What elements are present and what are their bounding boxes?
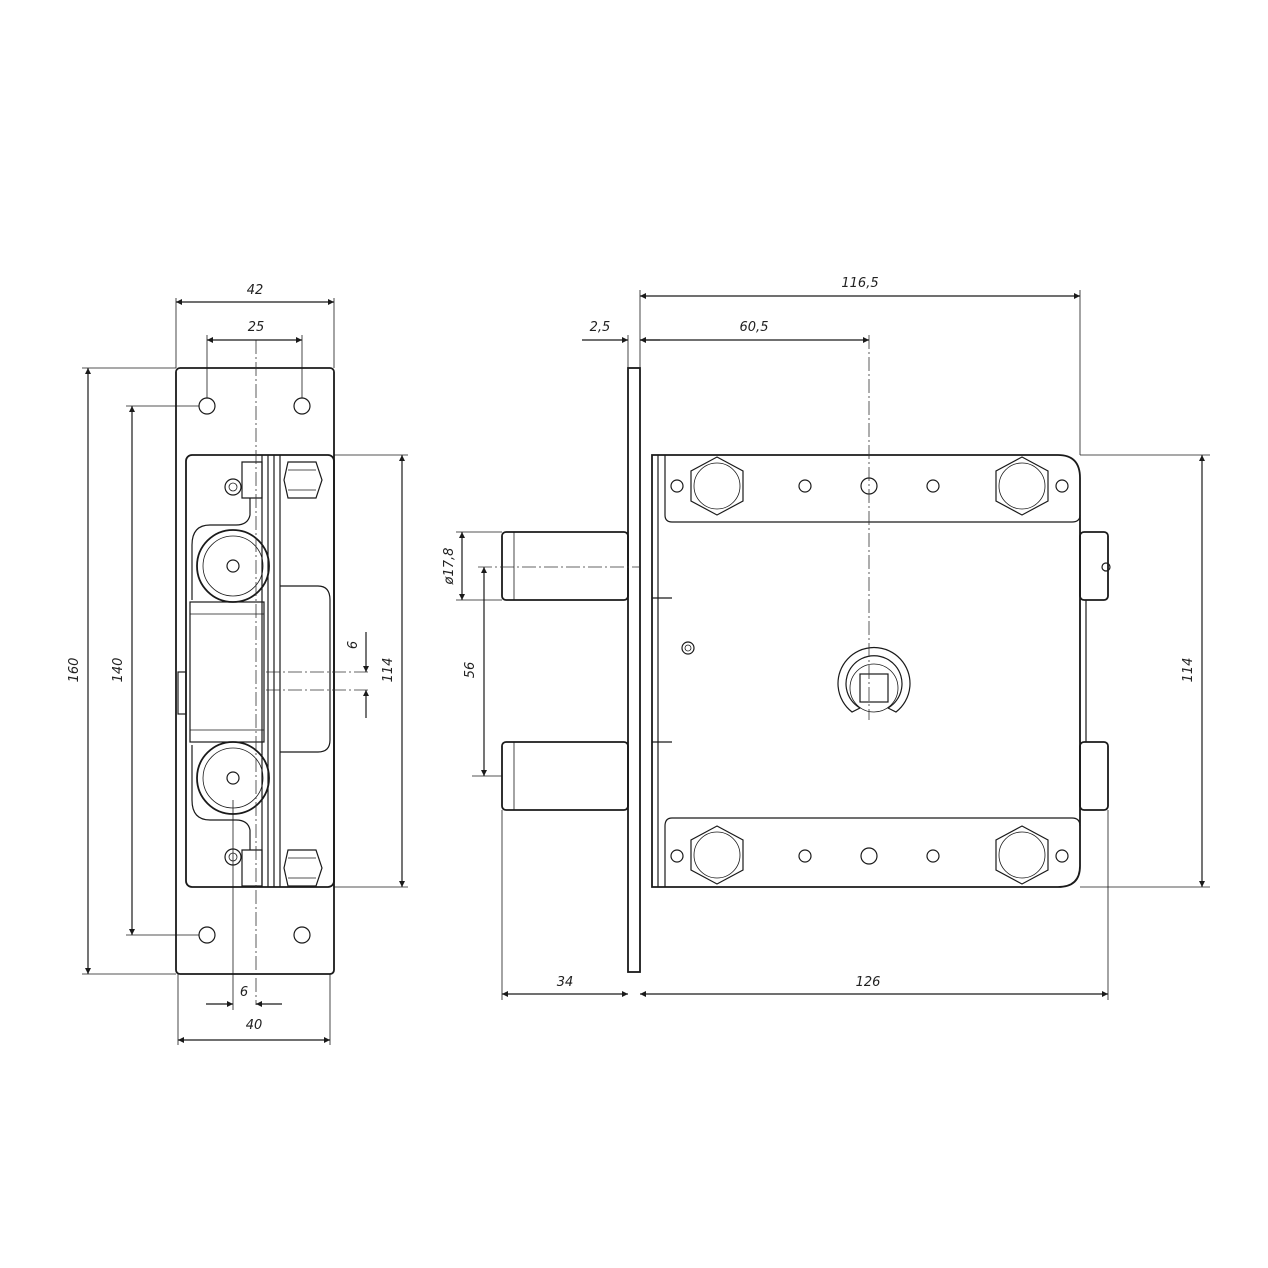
dim-label-6-horizontal: 6 — [240, 985, 248, 1000]
nut-bottom-right-icon — [283, 849, 323, 887]
right-view: 116,5 60,5 2,5 114 ø17,8 56 34 126 — [442, 276, 1210, 1000]
hex-nut-top-left-icon — [690, 456, 744, 516]
dim-label-140: 140 — [111, 658, 126, 683]
hex-nut-bottom-right-icon — [995, 825, 1049, 885]
right-lock-body — [651, 454, 1081, 888]
dim-label-42: 42 — [247, 283, 264, 298]
latch-block — [189, 601, 265, 743]
bolt-left-bottom — [501, 741, 629, 811]
spindle-ring — [837, 646, 911, 713]
dim-label-126: 126 — [856, 975, 881, 990]
dim-label-160: 160 — [67, 658, 82, 683]
left-lock-body — [185, 454, 335, 888]
mount-hole-bottom-right — [293, 926, 311, 944]
left-view: 42 25 160 140 114 6 40 6 — [67, 283, 408, 1045]
dim-label-114-right: 114 — [1181, 658, 1196, 683]
dim-label-17-8: ø17,8 — [442, 548, 457, 586]
bolt-left-top — [501, 531, 629, 601]
mount-hole-top-right — [293, 397, 311, 415]
dim-label-40: 40 — [246, 1018, 263, 1033]
hex-nut-bottom-left-icon — [690, 825, 744, 885]
nut-top-right-icon — [283, 461, 323, 499]
dim-label-25: 25 — [248, 320, 265, 335]
dim-label-56: 56 — [463, 662, 478, 679]
spindle-square — [859, 673, 889, 703]
bolt-right-bottom — [1079, 741, 1109, 811]
dim-label-116-5: 116,5 — [841, 276, 878, 291]
dim-label-34: 34 — [557, 975, 574, 990]
mount-hole-bottom-left — [198, 926, 216, 944]
bolt-right-top — [1079, 531, 1109, 601]
hex-nut-top-right-icon — [995, 456, 1049, 516]
dim-label-114-left: 114 — [381, 658, 396, 683]
dim-label-6-vertical: 6 — [346, 641, 361, 649]
right-face-plate — [627, 367, 641, 973]
left-face-plate — [175, 367, 335, 975]
dim-label-60-5: 60,5 — [740, 320, 769, 335]
mount-hole-top-left — [198, 397, 216, 415]
dim-label-2-5: 2,5 — [590, 320, 611, 335]
bolt-end-top — [196, 529, 270, 603]
